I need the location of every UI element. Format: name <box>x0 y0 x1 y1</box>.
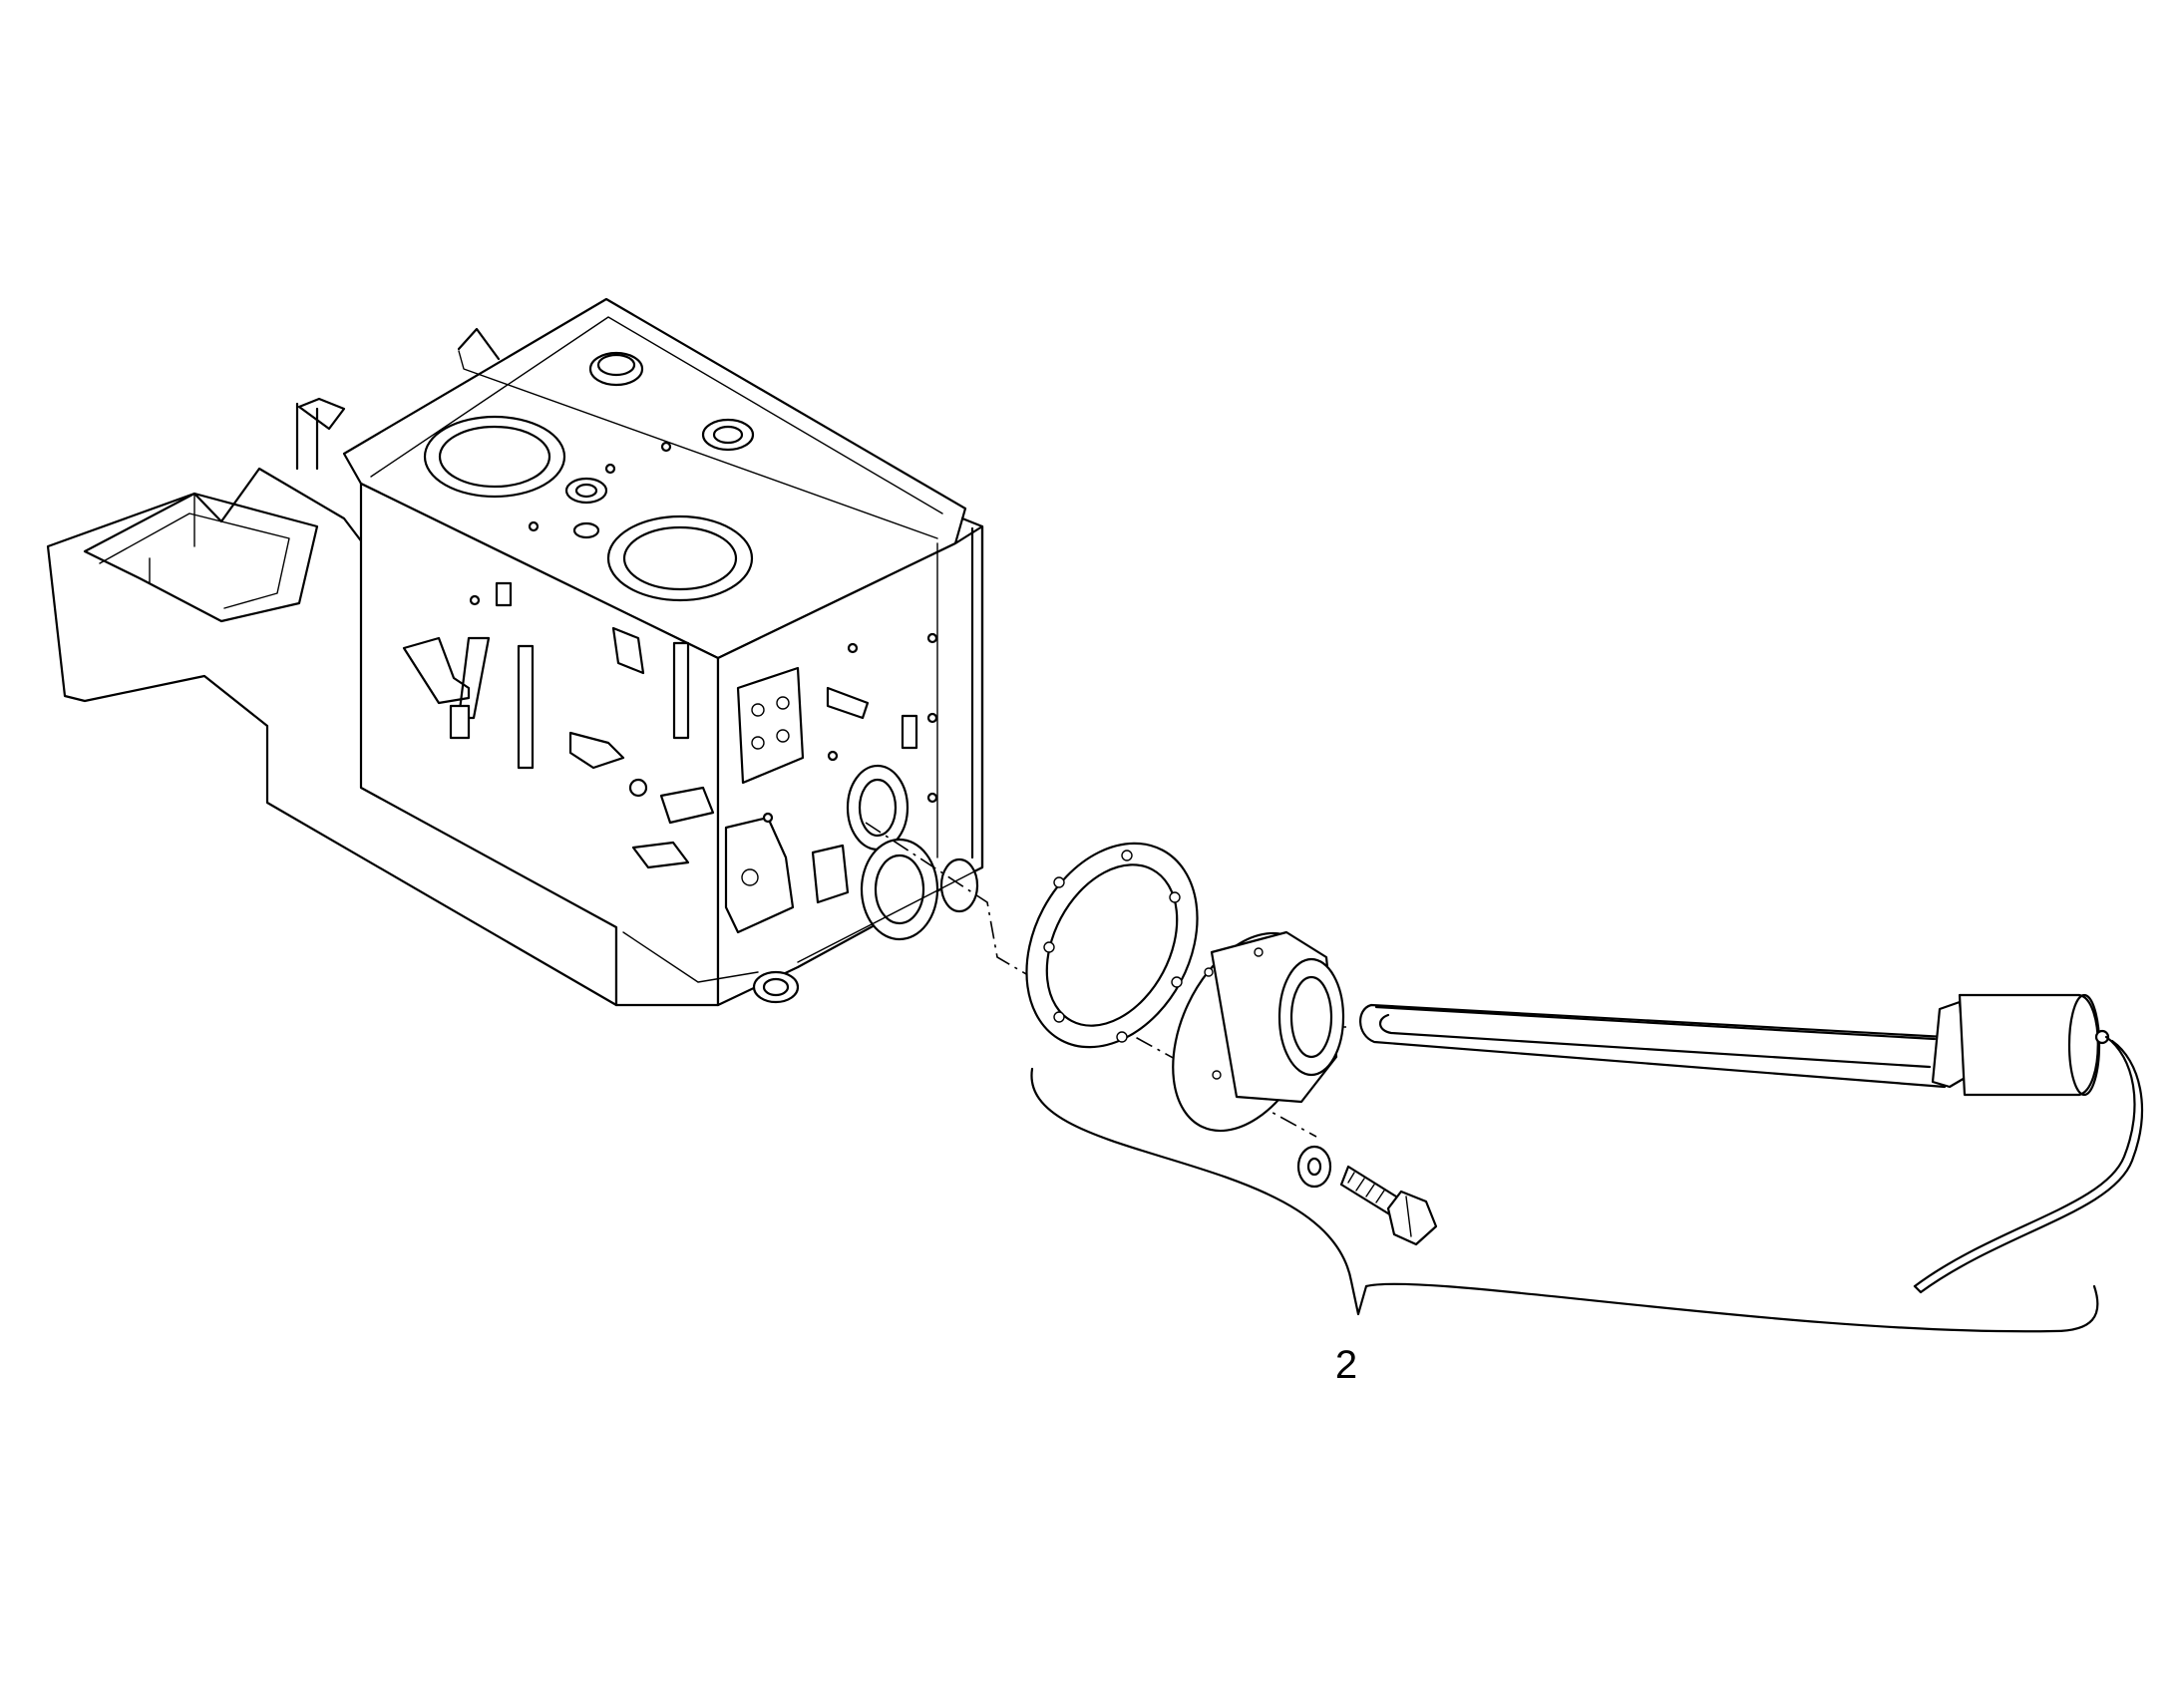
front-rail-1 <box>517 644 535 770</box>
immersion-heater <box>1359 993 2144 1294</box>
right-port-2 <box>860 838 939 941</box>
right-port-3 <box>939 857 979 913</box>
front-rail-2 <box>672 641 690 740</box>
assembly-centerline <box>865 822 1317 1138</box>
top-port-small-2 <box>701 418 755 452</box>
right-small-tab <box>659 786 715 825</box>
front-block-1 <box>449 704 471 740</box>
hex-bolt <box>1339 1165 1438 1246</box>
bottom-port <box>752 970 800 1004</box>
top-port-large-2 <box>606 514 754 602</box>
heater-flange <box>1172 930 1345 1133</box>
front-clip <box>568 731 625 770</box>
callout-label-2: 2 <box>1335 1343 1357 1387</box>
gearbox-housing <box>46 297 984 1007</box>
top-port-small-1 <box>588 351 644 387</box>
washer <box>1296 1145 1332 1189</box>
heater-rod <box>1359 1003 1947 1089</box>
heater-hex-nut <box>1931 1000 1969 1089</box>
top-port-large-1 <box>423 415 566 499</box>
heater-head <box>1958 993 2099 1097</box>
right-port-1 <box>846 764 909 852</box>
front-bracket-1 <box>402 636 471 705</box>
right-plate <box>736 666 805 785</box>
assembly-brace <box>1030 1067 2099 1333</box>
right-block <box>811 844 850 904</box>
flange-gasket <box>1025 842 1199 1049</box>
top-port-small-3 <box>564 477 608 505</box>
heater-cable <box>1913 1035 2136 1288</box>
